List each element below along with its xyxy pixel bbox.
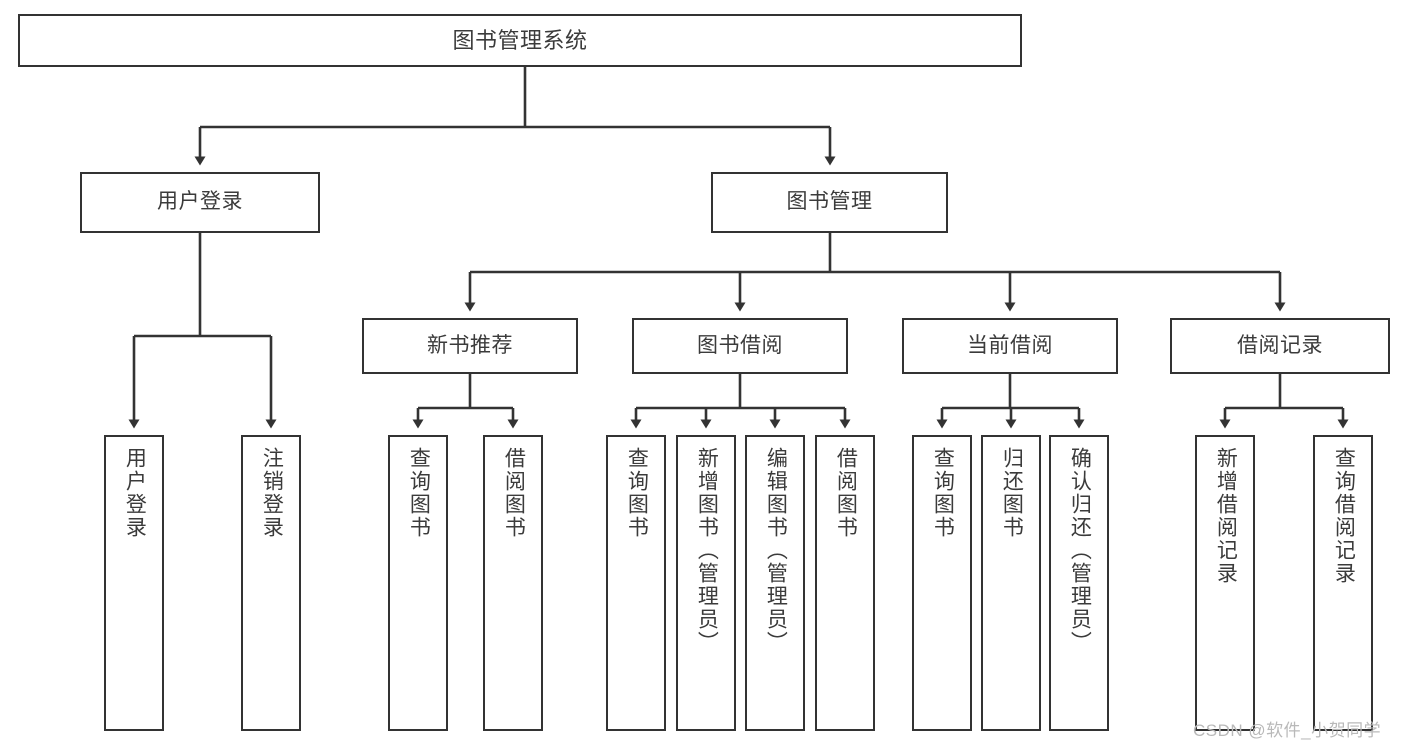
node-leaf-return-book[interactable]: 归还图书 [981,435,1041,731]
node-leaf-user-login-label: 用户登录 [123,447,147,539]
node-leaf-return-book-label: 归还图书 [1000,447,1024,539]
node-leaf-confirm-return[interactable]: 确认归还（管理员） [1049,435,1109,731]
node-leaf-query-book-2-label: 查询图书 [625,447,649,539]
node-leaf-add-record[interactable]: 新增借阅记录 [1195,435,1255,731]
node-leaf-query-book-3-label: 查询图书 [931,447,955,539]
node-user-login-label: 用户登录 [157,190,243,214]
node-root[interactable]: 图书管理系统 [18,14,1022,67]
node-book-management[interactable]: 图书管理 [711,172,948,233]
node-leaf-query-book-3[interactable]: 查询图书 [912,435,972,731]
node-book-management-label: 图书管理 [786,190,873,214]
node-leaf-borrow-book-1[interactable]: 借阅图书 [483,435,543,731]
node-leaf-query-record[interactable]: 查询借阅记录 [1313,435,1373,731]
node-leaf-add-book[interactable]: 新增图书（管理员） [676,435,736,731]
node-user-login[interactable]: 用户登录 [80,172,320,233]
node-leaf-user-login[interactable]: 用户登录 [104,435,164,731]
node-leaf-edit-book[interactable]: 编辑图书（管理员） [745,435,805,731]
node-leaf-add-record-label: 新增借阅记录 [1214,447,1238,585]
node-book-borrow[interactable]: 图书借阅 [632,318,848,374]
node-leaf-add-book-label: 新增图书（管理员） [695,447,719,654]
node-leaf-confirm-return-label: 确认归还（管理员） [1068,447,1092,654]
node-current-borrow-label: 当前借阅 [967,333,1053,357]
node-current-borrow[interactable]: 当前借阅 [902,318,1118,374]
node-borrow-record-label: 借阅记录 [1237,333,1323,357]
node-root-label: 图书管理系统 [452,27,588,53]
node-leaf-query-book-1-label: 查询图书 [407,447,431,539]
node-leaf-query-book-1[interactable]: 查询图书 [388,435,448,731]
node-leaf-logout[interactable]: 注销登录 [241,435,301,731]
node-leaf-borrow-book-2-label: 借阅图书 [834,447,858,539]
node-leaf-query-record-label: 查询借阅记录 [1332,447,1356,585]
node-book-borrow-label: 图书借阅 [697,333,783,357]
node-leaf-edit-book-label: 编辑图书（管理员） [764,447,788,654]
node-new-book-recommend[interactable]: 新书推荐 [362,318,578,374]
node-new-book-recommend-label: 新书推荐 [427,333,513,357]
node-borrow-record[interactable]: 借阅记录 [1170,318,1390,374]
node-leaf-logout-label: 注销登录 [260,447,284,539]
node-leaf-borrow-book-1-label: 借阅图书 [502,447,526,539]
node-leaf-query-book-2[interactable]: 查询图书 [606,435,666,731]
node-leaf-borrow-book-2[interactable]: 借阅图书 [815,435,875,731]
